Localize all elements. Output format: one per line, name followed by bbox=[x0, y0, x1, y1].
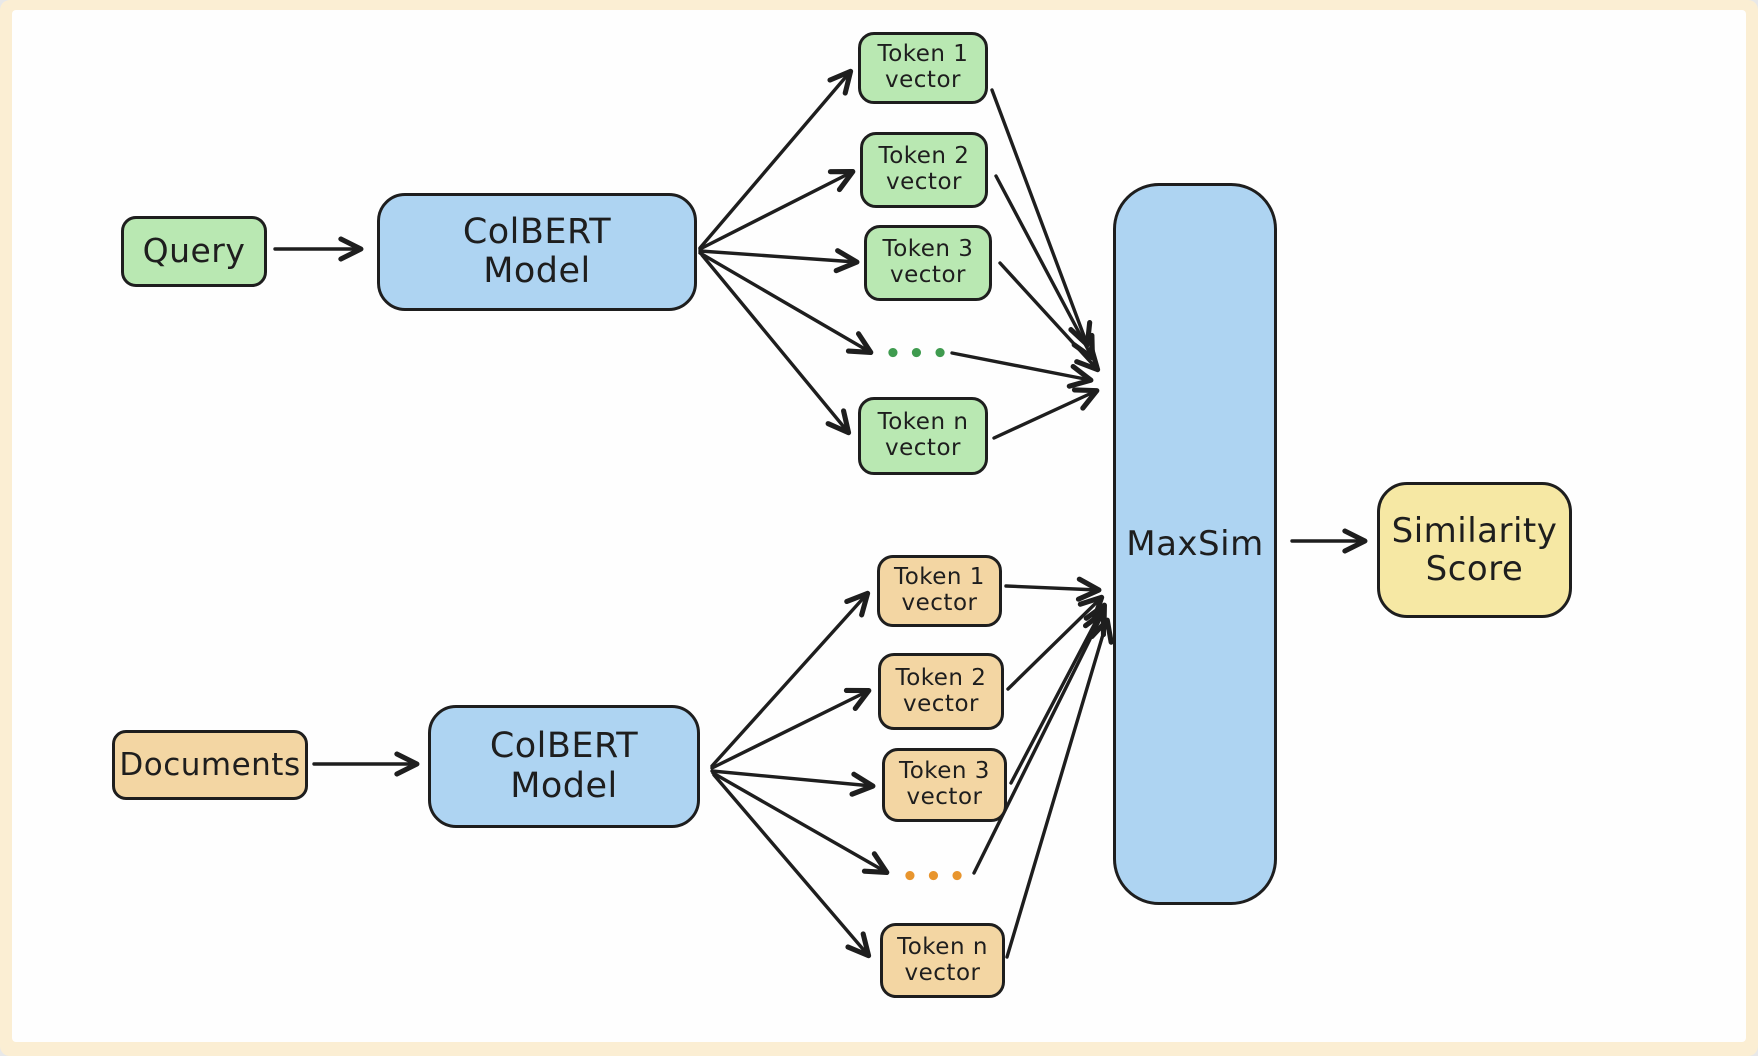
similarity-score-node: Similarity Score bbox=[1377, 482, 1572, 618]
query-node: Query bbox=[121, 216, 267, 287]
query-token2-vector-node: Token 2 vector bbox=[860, 132, 988, 208]
query-token1-vector-node: Token 1 vector bbox=[858, 32, 988, 104]
doc-tokenn-vector-node: Token n vector bbox=[880, 923, 1005, 998]
maxsim-node: MaxSim bbox=[1113, 183, 1277, 905]
doc-token3-vector-node: Token 3 vector bbox=[882, 748, 1007, 822]
doc-token2-vector-node: Token 2 vector bbox=[878, 653, 1004, 730]
query-ellipsis: ••• bbox=[884, 339, 956, 369]
colbert-model-document-node: ColBERT Model bbox=[428, 705, 700, 828]
doc-ellipsis: ••• bbox=[901, 862, 973, 892]
documents-node: Documents bbox=[112, 730, 308, 800]
query-token3-vector-node: Token 3 vector bbox=[864, 225, 992, 301]
colbert-model-query-node: ColBERT Model bbox=[377, 193, 697, 311]
doc-token1-vector-node: Token 1 vector bbox=[877, 555, 1002, 627]
query-tokenn-vector-node: Token n vector bbox=[858, 397, 988, 475]
